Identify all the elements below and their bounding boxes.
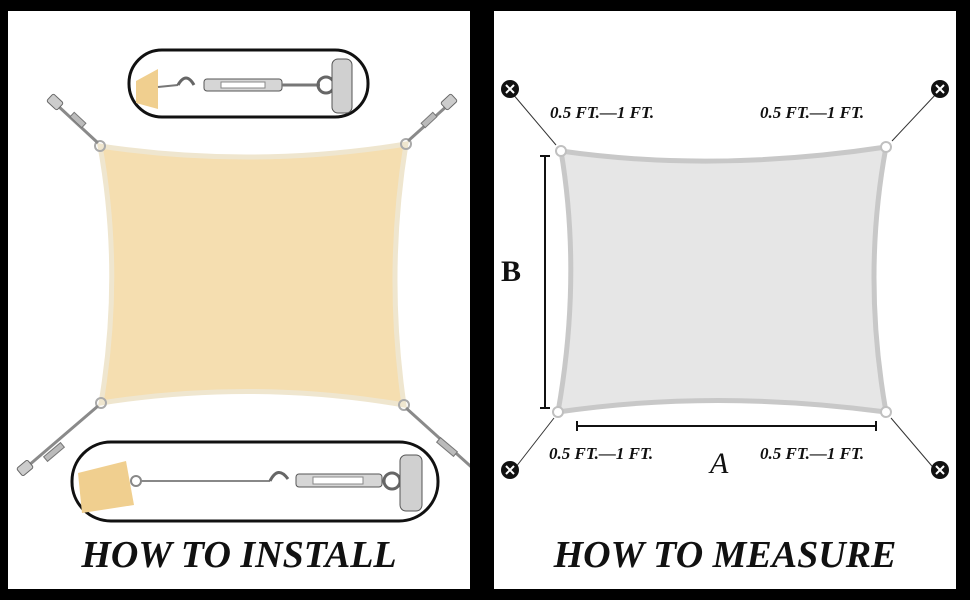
install-detail-bottom bbox=[70, 440, 440, 523]
d-ring-icon bbox=[880, 406, 892, 418]
shade-sail bbox=[96, 140, 410, 409]
dimension-label-a: A bbox=[710, 447, 729, 480]
pad-eye-icon bbox=[440, 93, 458, 111]
gap-label-bottom-left: 0.5 FT.—1 FT. bbox=[549, 444, 654, 463]
d-ring-icon bbox=[398, 399, 410, 411]
turnbuckle-icon bbox=[406, 103, 450, 143]
d-ring-icon bbox=[555, 145, 567, 157]
anchor-point-icon bbox=[931, 461, 949, 479]
measure-illustration bbox=[501, 80, 949, 479]
turnbuckle-icon bbox=[55, 103, 100, 145]
install-caption: HOW TO INSTALL bbox=[81, 534, 397, 576]
measure-caption: HOW TO MEASURE bbox=[553, 534, 897, 576]
gap-label-bottom-right: 0.5 FT.—1 FT. bbox=[760, 444, 865, 463]
d-ring-icon bbox=[400, 138, 412, 150]
d-ring-icon bbox=[552, 406, 564, 418]
dimension-label-b: B bbox=[501, 255, 522, 288]
gap-label-top-left: 0.5 FT.—1 FT. bbox=[550, 103, 655, 122]
measure-panel: 0.5 FT.—1 FT. 0.5 FT.—1 FT. 0.5 FT.—1 FT… bbox=[494, 11, 956, 589]
install-panel: HOW TO INSTALL bbox=[8, 11, 470, 589]
turnbuckle-icon bbox=[27, 404, 99, 468]
pad-eye-icon bbox=[16, 459, 34, 477]
turnbuckle-icon bbox=[404, 406, 470, 468]
measure-sail bbox=[554, 144, 890, 415]
d-ring-icon bbox=[95, 397, 107, 409]
anchor-point-icon bbox=[501, 80, 519, 98]
d-ring-icon bbox=[94, 140, 106, 152]
install-illustration bbox=[16, 48, 470, 523]
dimension-line-a bbox=[576, 421, 877, 431]
anchor-point-icon bbox=[501, 461, 519, 479]
d-ring-icon bbox=[880, 141, 892, 153]
install-detail-top bbox=[127, 48, 370, 119]
pad-eye-icon bbox=[46, 93, 64, 111]
dimension-line-b bbox=[540, 155, 550, 409]
anchor-point-icon bbox=[931, 80, 949, 98]
gap-label-top-right: 0.5 FT.—1 FT. bbox=[760, 103, 865, 122]
